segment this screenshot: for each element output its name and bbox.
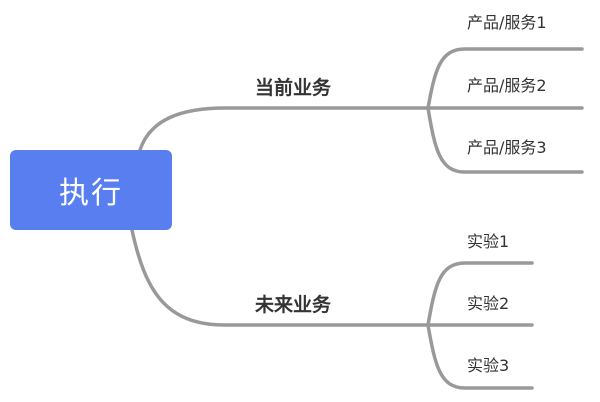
branch-current-business[interactable]: 当前业务 bbox=[255, 77, 332, 99]
branch-future-business[interactable]: 未来业务 bbox=[255, 294, 332, 316]
leaf-experiment-3[interactable]: 实验3 bbox=[467, 356, 510, 375]
leaf-product-service-3[interactable]: 产品/服务3 bbox=[467, 138, 547, 157]
leaf-experiment-2[interactable]: 实验2 bbox=[467, 294, 510, 313]
root-label: 执行 bbox=[59, 176, 123, 211]
connector-current-child-3 bbox=[426, 106, 584, 174]
root-node[interactable]: 执行 bbox=[10, 150, 172, 230]
leaf-experiment-1[interactable]: 实验1 bbox=[467, 232, 510, 251]
leaf-product-service-1[interactable]: 产品/服务1 bbox=[467, 13, 547, 32]
connector-future-child-3 bbox=[426, 323, 534, 390]
connector-future-child-1 bbox=[426, 261, 534, 327]
leaf-product-service-2[interactable]: 产品/服务2 bbox=[467, 76, 547, 95]
connector-root-to-current bbox=[138, 106, 584, 152]
connector-root-to-future bbox=[130, 228, 534, 327]
connector-current-child-1 bbox=[426, 47, 584, 110]
